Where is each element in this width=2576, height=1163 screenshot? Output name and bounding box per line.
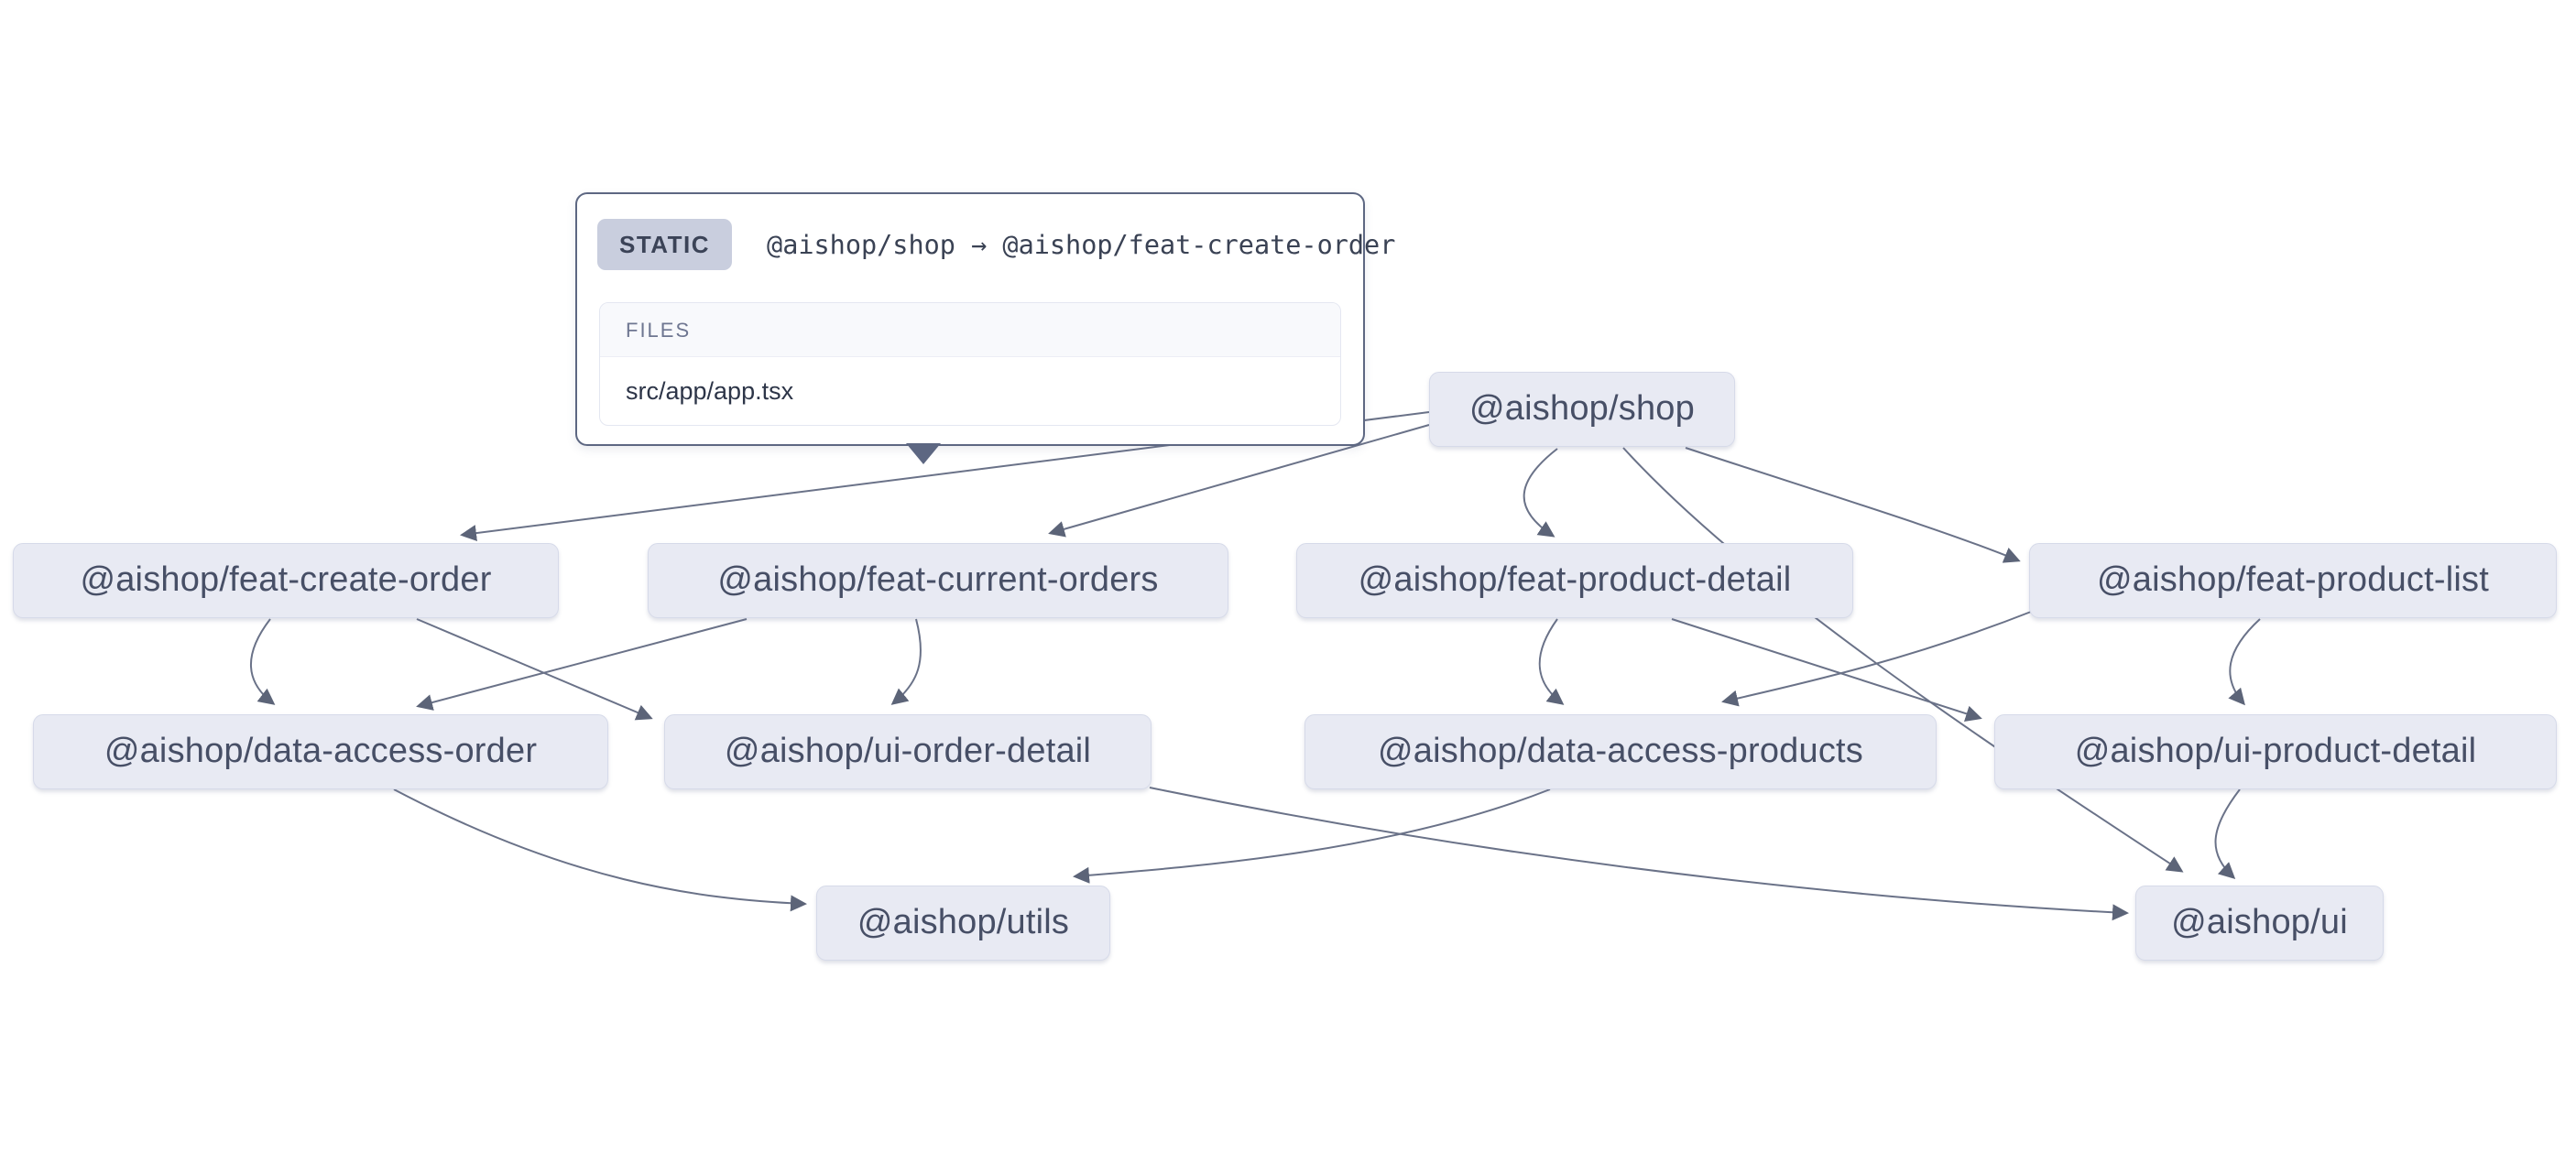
edge-tooltip: STATIC @aishop/shop → @aishop/feat-creat… bbox=[575, 192, 1395, 464]
files-header-label: FILES bbox=[600, 303, 1340, 357]
edge-data-access-order-to-utils[interactable] bbox=[393, 788, 807, 912]
tooltip-pointer bbox=[906, 443, 941, 464]
graph-node-ui-product-detail[interactable]: @aishop/ui-product-detail bbox=[1994, 714, 2557, 789]
graph-node-feat-current-orders[interactable]: @aishop/feat-current-orders bbox=[648, 543, 1228, 618]
edge-feat-product-detail-to-ui-product-detail[interactable] bbox=[1671, 618, 1982, 722]
graph-node-feat-product-list[interactable]: @aishop/feat-product-list bbox=[2029, 543, 2557, 618]
edge-data-access-products-to-utils[interactable] bbox=[1073, 788, 1551, 884]
tooltip-header: STATIC @aishop/shop → @aishop/feat-creat… bbox=[597, 219, 1395, 270]
edge-label: @aishop/shop → @aishop/feat-create-order bbox=[767, 229, 1396, 260]
graph-node-feat-create-order[interactable]: @aishop/feat-create-order bbox=[13, 543, 559, 618]
graph-node-data-access-products[interactable]: @aishop/data-access-products bbox=[1304, 714, 1937, 789]
edge-ui-product-detail-to-ui[interactable] bbox=[2214, 788, 2241, 880]
file-row: src/app/app.tsx bbox=[626, 377, 794, 405]
edge-shop-to-feat-current-orders[interactable] bbox=[1048, 424, 1430, 538]
edge-feat-product-detail-to-data-access-products[interactable] bbox=[1538, 618, 1565, 705]
edge-ui-order-detail-to-ui[interactable] bbox=[1149, 787, 2129, 921]
files-panel: FILES src/app/app.tsx bbox=[599, 302, 1341, 426]
graph-node-utils[interactable]: @aishop/utils bbox=[816, 886, 1110, 961]
graph-node-data-access-order[interactable]: @aishop/data-access-order bbox=[33, 714, 608, 789]
edge-shop-to-feat-product-list[interactable] bbox=[1685, 447, 2021, 563]
graph-node-ui-order-detail[interactable]: @aishop/ui-order-detail bbox=[664, 714, 1152, 789]
graph-node-feat-product-detail[interactable]: @aishop/feat-product-detail bbox=[1296, 543, 1853, 618]
edge-feat-current-orders-to-ui-order-detail[interactable] bbox=[890, 618, 922, 705]
edge-feat-product-list-to-ui-product-detail[interactable] bbox=[2228, 618, 2261, 706]
edge-feat-current-orders-to-data-access-order[interactable] bbox=[416, 618, 748, 711]
edge-feat-create-order-to-ui-order-detail[interactable] bbox=[416, 618, 653, 721]
edge-shop-to-ui[interactable] bbox=[1622, 447, 2184, 873]
edge-feat-create-order-to-data-access-order[interactable] bbox=[249, 618, 276, 705]
edge-shop-to-feat-product-detail[interactable] bbox=[1523, 448, 1558, 538]
edge-feat-product-list-to-data-access-products[interactable] bbox=[1721, 611, 2032, 707]
edge-type-badge: STATIC bbox=[597, 219, 733, 270]
graph-node-ui[interactable]: @aishop/ui bbox=[2135, 886, 2384, 961]
graph-node-shop[interactable]: @aishop/shop bbox=[1429, 372, 1735, 447]
